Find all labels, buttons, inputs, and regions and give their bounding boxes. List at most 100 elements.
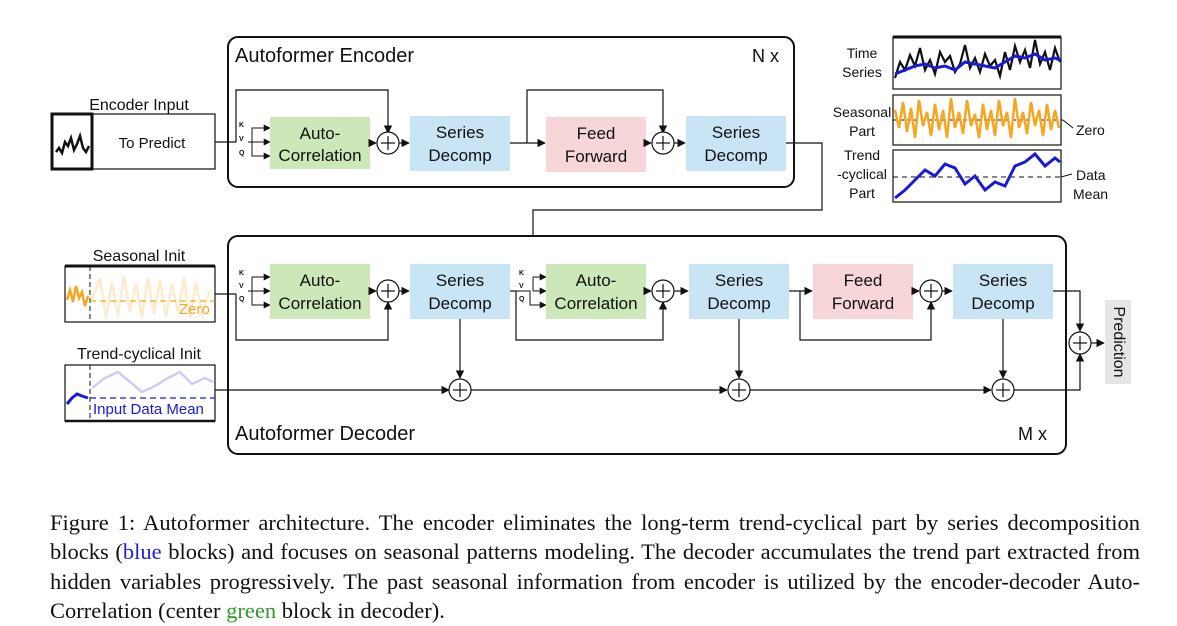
encoder-decomp2-line1: Series bbox=[712, 123, 760, 142]
decoder-decomp2-line2: Decomp bbox=[707, 294, 770, 313]
legend: Time Series Seasonal Part Zero Trend -cy… bbox=[833, 35, 1108, 203]
decoder-k1-label: K bbox=[239, 270, 244, 277]
decoder: Autoformer Decoder M x Seasonal Init Zer… bbox=[64, 235, 1131, 455]
decoder-q2-label: Q bbox=[519, 296, 525, 303]
seasonal-init-zero-label: Zero bbox=[179, 301, 210, 318]
encoder-to-predict: To Predict bbox=[119, 135, 187, 152]
decoder-add-node-2 bbox=[651, 279, 675, 303]
encoder-add-node-2 bbox=[651, 131, 675, 155]
trend-add-node-3 bbox=[991, 378, 1015, 402]
decoder-series-decomp-block-1 bbox=[410, 264, 510, 319]
legend-time-trend-line bbox=[894, 52, 1061, 76]
legend-trend-line bbox=[894, 151, 1061, 200]
encoder-residual-1 bbox=[235, 89, 393, 142]
legend-mean-pointer bbox=[1060, 173, 1073, 178]
seasonal-init-series bbox=[65, 285, 90, 307]
decoder-autocorrelation-block-1 bbox=[270, 264, 370, 319]
encoder-decomp2-line2: Decomp bbox=[704, 146, 767, 165]
seasonal-init-label: Seasonal Init bbox=[93, 248, 186, 265]
decoder-decomp1-line2: Decomp bbox=[428, 294, 491, 313]
decoder-title: Autoformer Decoder bbox=[235, 423, 415, 445]
legend-time-line1: Time bbox=[847, 45, 878, 61]
decoder-q1-arrow bbox=[248, 290, 271, 309]
decoder-decomp1-line1: Series bbox=[436, 271, 484, 290]
encoder-residual-2 bbox=[526, 89, 668, 143]
encoder-q-label: Q bbox=[239, 150, 245, 157]
legend-seasonal-line2: Part bbox=[849, 123, 875, 139]
figure-caption: Figure 1: Autoformer architecture. The e… bbox=[50, 508, 1140, 626]
decoder-residual-2 bbox=[515, 291, 668, 341]
legend-trend-line3: Part bbox=[849, 185, 875, 201]
decoder-q1-label: Q bbox=[239, 296, 245, 303]
decoder-add-node-1 bbox=[376, 279, 400, 303]
decoder-autocorr2-line1: Auto- bbox=[576, 271, 617, 290]
caption-blue-word: blue bbox=[122, 539, 162, 564]
encoder-decomp1-line1: Series bbox=[436, 123, 484, 142]
legend-mean-line2: Mean bbox=[1073, 186, 1108, 202]
trend-init-label: Trend-cyclical Init bbox=[77, 346, 201, 363]
caption-part-1: Figure 1: Autoformer architecture. The e… bbox=[50, 509, 1140, 565]
legend-zero-label: Zero bbox=[1076, 122, 1105, 138]
autoformer-diagram: Autoformer Encoder N x Encoder Input To … bbox=[50, 35, 1131, 455]
decoder-repeat: M x bbox=[1018, 424, 1047, 444]
decoder-residual-3 bbox=[799, 291, 936, 341]
decoder-k2-label: K bbox=[519, 270, 524, 277]
encoder-autocorr-line2: Correlation bbox=[278, 146, 361, 165]
encoder-add-node-1 bbox=[376, 131, 400, 155]
decoder-v2-label: V bbox=[519, 283, 524, 290]
decoder-decomp3-line2: Decomp bbox=[971, 294, 1034, 313]
final-add-node bbox=[1068, 331, 1092, 355]
trend-add-node-1 bbox=[448, 378, 472, 402]
decoder-decomp3-line1: Series bbox=[979, 271, 1027, 290]
encoder-repeat: N x bbox=[752, 46, 779, 66]
decoder-residual-1 bbox=[235, 294, 393, 341]
encoder-title: Autoformer Encoder bbox=[235, 45, 414, 67]
decoder-autocorr1-line1: Auto- bbox=[300, 271, 341, 290]
caption-part-2: blocks) and focuses on seasonal patterns… bbox=[50, 539, 1140, 623]
encoder-input-label: Encoder Input bbox=[89, 97, 189, 114]
trend-init-mean-label: Input Data Mean bbox=[93, 401, 204, 418]
decoder-ff-line1: Feed bbox=[844, 271, 883, 290]
caption-part-3: block in decoder). bbox=[276, 598, 445, 623]
encoder: Autoformer Encoder N x Encoder Input To … bbox=[50, 36, 823, 290]
decoder-decomp2-line1: Series bbox=[715, 271, 763, 290]
encoder-ff-line2: Forward bbox=[565, 147, 627, 166]
decoder-seasonal-output bbox=[1053, 290, 1085, 332]
legend-time-line2: Series bbox=[842, 64, 882, 80]
decoder-series-decomp-block-2 bbox=[689, 264, 789, 319]
legend-seasonal-line bbox=[893, 97, 1061, 139]
encoder-autocorrelation-block bbox=[270, 117, 370, 169]
encoder-autocorr-line1: Auto- bbox=[300, 124, 341, 143]
encoder-k-label: K bbox=[239, 122, 244, 129]
decoder-autocorr2-line2: Correlation bbox=[554, 294, 637, 313]
legend-trend-line1: Trend bbox=[844, 147, 880, 163]
prediction-box bbox=[1105, 300, 1131, 384]
decoder-autocorr1-line2: Correlation bbox=[278, 294, 361, 313]
decoder-q2-arrow bbox=[516, 290, 547, 309]
encoder-series-decomp-block-2 bbox=[686, 116, 786, 171]
trend-init-series bbox=[65, 392, 89, 405]
decoder-add-node-3 bbox=[919, 279, 943, 303]
encoder-input-series bbox=[55, 131, 91, 157]
decoder-autocorrelation-block-2 bbox=[546, 264, 646, 319]
legend-trend-line2: -cyclical bbox=[837, 166, 887, 182]
trend-add-node-2 bbox=[727, 378, 751, 402]
caption-green-word: green bbox=[226, 598, 277, 623]
encoder-series-decomp-block-1 bbox=[410, 116, 510, 171]
decoder-ff-line2: Forward bbox=[832, 294, 894, 313]
encoder-v-label: V bbox=[239, 136, 244, 143]
encoder-decomp1-line2: Decomp bbox=[428, 146, 491, 165]
decoder-v1-label: V bbox=[239, 283, 244, 290]
decoder-feed-forward-block bbox=[813, 264, 913, 319]
trend-output bbox=[1014, 353, 1085, 391]
trend-init-ghost bbox=[91, 370, 214, 394]
decoder-series-decomp-block-3 bbox=[953, 264, 1053, 319]
prediction-label: Prediction bbox=[1110, 306, 1127, 377]
encoder-ff-line1: Feed bbox=[577, 124, 616, 143]
legend-mean-line1: Data bbox=[1076, 167, 1106, 183]
legend-seasonal-line1: Seasonal bbox=[833, 104, 891, 120]
seasonal-init-ghost bbox=[90, 275, 212, 319]
encoder-feed-forward-block bbox=[546, 117, 646, 172]
encoder-q-arrow bbox=[248, 141, 271, 160]
legend-zero-pointer bbox=[1062, 119, 1074, 129]
